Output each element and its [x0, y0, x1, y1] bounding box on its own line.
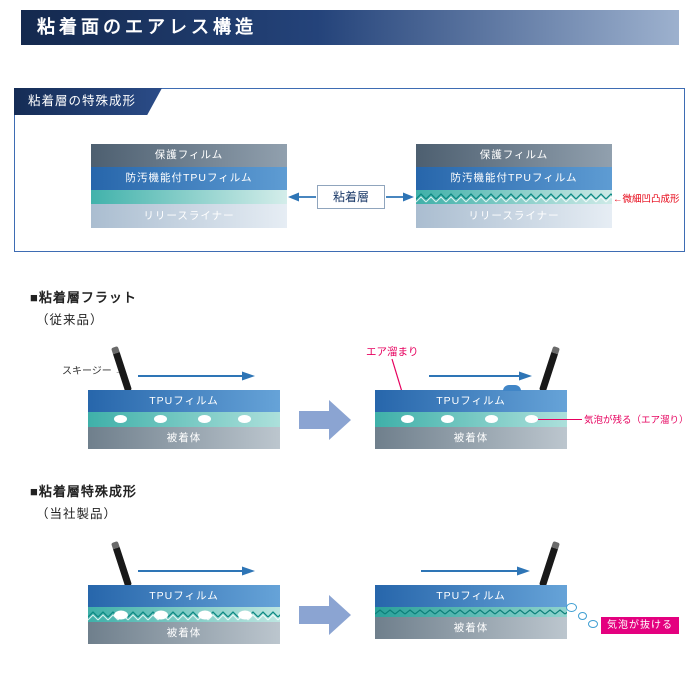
- escape-label: 気泡が抜ける: [601, 617, 679, 634]
- air-bubble: [154, 415, 167, 423]
- panel-tag: 粘着層の特殊成形: [14, 88, 163, 115]
- layer-tpu-film: 防汚機能付TPUフィルム: [416, 167, 612, 190]
- escaping-bubble: [578, 612, 587, 620]
- sweep-arrow-icon: [421, 566, 530, 576]
- tpu-film-layer: TPUフィルム: [375, 390, 567, 412]
- air-bubble: [525, 415, 538, 423]
- tpu-film-layer: TPUフィルム: [88, 390, 280, 412]
- panel-tag-label: 粘着層の特殊成形: [28, 94, 137, 108]
- air-bubble: [114, 415, 127, 423]
- tpu-film-layer: TPUフィルム: [88, 585, 280, 607]
- air-bubble: [441, 415, 454, 423]
- substrate-layer: 被着体: [375, 427, 567, 449]
- adhesive-layer: [88, 412, 280, 427]
- layer-protective-film: 保護フィルム: [91, 144, 287, 167]
- layer-release-liner: リリースライナー: [416, 204, 612, 228]
- layer-adhesive-textured: [416, 190, 612, 204]
- flat-section-subheading: （従来品）: [36, 313, 104, 327]
- layer-tpu-film: 防汚機能付TPUフィルム: [91, 167, 287, 190]
- substrate-layer: 被着体: [88, 427, 280, 449]
- squeegee-icon: [539, 541, 560, 587]
- trapped-air-bump: [503, 385, 521, 391]
- special-section-heading: ■粘着層特殊成形: [30, 484, 137, 499]
- arrow-left-icon: [288, 192, 316, 202]
- escaping-bubble: [566, 603, 577, 612]
- sweep-arrow-icon: [138, 371, 255, 381]
- adhesive-layer-label: 粘着層: [317, 185, 385, 209]
- air-pocket-label: エア溜まり: [366, 346, 419, 358]
- substrate-layer: 被着体: [88, 622, 280, 644]
- special-stack-after: TPUフィルム 被着体: [375, 585, 567, 639]
- escaping-bubble: [588, 620, 598, 628]
- transition-arrow-icon: [299, 400, 351, 440]
- adhesive-layer-compressed: [375, 607, 567, 617]
- air-bubble: [238, 610, 252, 620]
- result-note: 気泡が残る（エア溜り）: [584, 415, 689, 426]
- tpu-film-layer: TPUフィルム: [375, 585, 567, 607]
- layer-protective-film: 保護フィルム: [416, 144, 612, 167]
- flat-stack-before: TPUフィルム 被着体: [88, 390, 280, 449]
- substrate-layer: 被着体: [375, 617, 567, 639]
- adhesive-layer-textured: [88, 607, 280, 622]
- page-title: 粘着面のエアレス構造: [37, 17, 257, 37]
- air-bubble: [238, 415, 251, 423]
- air-bubble: [198, 610, 212, 620]
- film-stack-flat: 保護フィルム 防汚機能付TPUフィルム リリースライナー: [91, 144, 287, 228]
- special-stack-before: TPUフィルム 被着体: [88, 585, 280, 644]
- squeegee-label: スキージー →: [62, 366, 125, 377]
- layer-adhesive-flat: [91, 190, 287, 204]
- result-pointer-line: [538, 419, 582, 420]
- squeegee-icon: [539, 346, 560, 392]
- special-section-subheading: （当社製品）: [36, 507, 118, 521]
- air-bubble: [485, 415, 498, 423]
- micro-texture-note: ←微細凹凸成形: [613, 194, 680, 205]
- flat-stack-after: TPUフィルム 被着体: [375, 385, 567, 449]
- arrow-right-icon: [386, 192, 414, 202]
- squeegee-icon: [111, 541, 132, 587]
- layer-release-liner: リリースライナー: [91, 204, 287, 228]
- sweep-arrow-icon: [429, 371, 532, 381]
- air-bubble: [154, 610, 168, 620]
- flat-section-heading: ■粘着層フラット: [30, 290, 137, 305]
- special-forming-panel: 粘着層の特殊成形 保護フィルム 防汚機能付TPUフィルム リリースライナー 粘着…: [14, 88, 685, 252]
- transition-arrow-icon: [299, 595, 351, 635]
- sweep-arrow-icon: [138, 566, 255, 576]
- film-stack-textured: 保護フィルム 防汚機能付TPUフィルム リリースライナー: [416, 144, 612, 228]
- air-bubble: [114, 610, 128, 620]
- air-bubble: [401, 415, 414, 423]
- page-title-bar: 粘着面のエアレス構造: [21, 10, 679, 45]
- adhesive-layer: [375, 412, 567, 427]
- air-bubble: [198, 415, 211, 423]
